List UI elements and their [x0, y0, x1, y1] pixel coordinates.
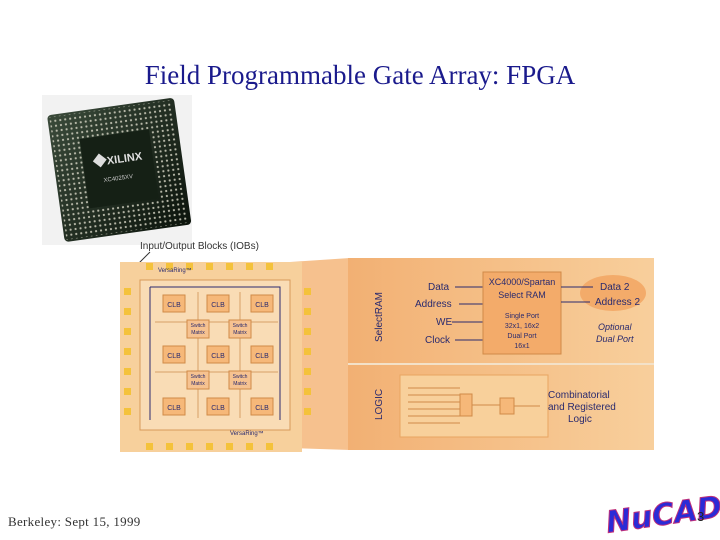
- logic-desc-line: and Registered: [548, 402, 616, 413]
- versaring-bottom-label: VersaRing™: [230, 430, 264, 437]
- logic-desc-line: Logic: [568, 414, 592, 425]
- clb-label: CLB: [255, 405, 269, 412]
- logic-wiring: [408, 387, 540, 424]
- clb-label: CLB: [211, 353, 225, 360]
- signal-arrows-left: [452, 286, 483, 341]
- chip-part-text: XC4025XV: [103, 174, 133, 184]
- switch-matrix-label: Matrix: [233, 330, 247, 336]
- selectram-side-label: SelectRAM: [374, 292, 385, 342]
- switch-matrix-label: Matrix: [233, 381, 247, 387]
- signal-arrows-right: [561, 286, 593, 303]
- slide-title: Field Programmable Gate Array: FPGA: [144, 60, 576, 90]
- fpga-array: VersaRing™ VersaRing™ CLB CLB CLB Switch…: [120, 262, 311, 452]
- selectram-detail: Dual Port: [507, 333, 536, 340]
- switch-matrix-label: Switch: [191, 374, 206, 380]
- logic-side-label: LOGIC: [374, 389, 385, 420]
- signal-address2-label: Address 2: [595, 297, 640, 308]
- selectram-subtitle: Select RAM: [498, 290, 546, 300]
- iob-label: Input/Output Blocks (IOBs): [140, 241, 259, 252]
- dual-port-ellipse: [580, 275, 646, 311]
- versaring-lines: [149, 286, 281, 420]
- logic-desc-line: Combinatorial: [548, 390, 610, 401]
- routing-grid: [155, 292, 278, 418]
- signal-address-label: Address: [415, 299, 452, 310]
- signal-data-label: Data: [428, 282, 450, 293]
- zoom-wedge: [290, 258, 350, 450]
- selectram-box: [482, 271, 562, 355]
- xilinx-chip-photo: XILINX XC4025XV: [42, 95, 192, 245]
- switch-matrix-label: Switch: [233, 374, 248, 380]
- selectram-detail: 32x1, 16x2: [505, 323, 539, 330]
- switch-matrix-label: Matrix: [191, 330, 205, 336]
- clb-label: CLB: [211, 302, 225, 309]
- clb-label: CLB: [167, 353, 181, 360]
- chip-brand-text: XILINX: [106, 151, 143, 168]
- clb-label: CLB: [211, 405, 225, 412]
- clb-label: CLB: [255, 302, 269, 309]
- clb-label: CLB: [167, 302, 181, 309]
- iob-pads: [124, 263, 311, 450]
- switch-matrix-label: Matrix: [191, 381, 205, 387]
- clb-label: CLB: [255, 353, 269, 360]
- clb-label: CLB: [167, 405, 181, 412]
- signal-clock-label: Clock: [425, 335, 451, 346]
- page-number: 3: [697, 509, 705, 524]
- switch-matrix-label: Switch: [191, 323, 206, 329]
- selectram-title: XC4000/Spartan: [489, 277, 556, 287]
- versaring-top-label: VersaRing™: [158, 267, 192, 274]
- selectram-detail: Single Port: [505, 313, 539, 320]
- switch-matrix-label: Switch: [233, 323, 248, 329]
- dual-port-label: Dual Port: [596, 334, 634, 344]
- footer-date: Berkeley: Sept 15, 1999: [8, 514, 141, 529]
- optional-label: Optional: [598, 322, 633, 332]
- signal-data2-label: Data 2: [600, 282, 630, 293]
- signal-we-label: WE: [436, 317, 452, 328]
- selectram-detail: 16x1: [514, 343, 529, 350]
